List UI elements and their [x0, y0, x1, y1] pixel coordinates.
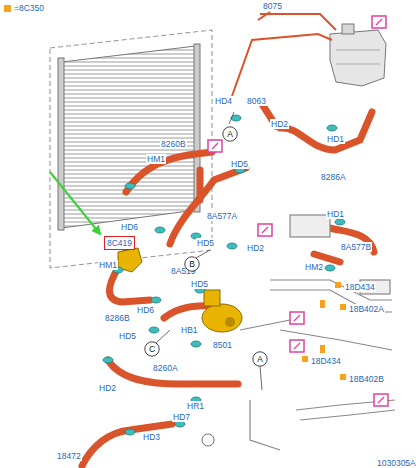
part-number: 8286A [320, 172, 347, 182]
clamp-callout: HD4 [214, 96, 233, 106]
clamp-callout: HD6 [120, 222, 139, 232]
part-number: 8A577B [340, 242, 372, 252]
part-number: 8501 [212, 340, 233, 350]
radiator [50, 30, 212, 268]
clamp-callout: HM1 [146, 154, 166, 164]
node-text: C [149, 344, 155, 354]
clamp-callout: HD2 [246, 243, 265, 253]
clamp-callout: HD1 [326, 134, 345, 144]
part-number: 18B402B [348, 374, 385, 384]
coolant-reservoir [330, 24, 386, 86]
part-number: 18B402A [348, 304, 385, 314]
connector-circle: A [222, 126, 238, 142]
clamp-callout: HD1 [326, 209, 345, 219]
legend-text: =8C350 [14, 3, 44, 13]
node-text: B [189, 259, 195, 269]
part-number: 8260A [152, 363, 179, 373]
clamp-callout: HD5 [196, 238, 215, 248]
part-number: 8286B [104, 313, 131, 323]
node-text: 8C419 [107, 238, 132, 248]
clamp-callout: HD5 [230, 159, 249, 169]
clamp-callout: HR1 [186, 401, 205, 411]
legend-item: =8C350 [4, 3, 44, 13]
part-number: 1030305A [376, 458, 416, 468]
clamp-callout: HM2 [304, 262, 324, 272]
water-pump [202, 290, 242, 332]
node-text: A [227, 129, 233, 139]
clamp-callout: HD7 [172, 412, 191, 422]
clamp-callout: HD5 [190, 279, 209, 289]
part-number: 18472 [56, 451, 82, 461]
part-number: 8063 [246, 96, 267, 106]
legend-swatch [4, 5, 11, 12]
part-number: 18D434 [344, 282, 376, 292]
clamp-callout: HD3 [142, 432, 161, 442]
part-number: 8A577A [206, 211, 238, 221]
part-box: 8C419 [104, 236, 135, 250]
connector-circle: B [184, 256, 200, 272]
clamp-callout: HB1 [180, 325, 199, 335]
part-number: 8075 [262, 1, 283, 11]
connector-circle: A [252, 351, 268, 367]
connector-circle: C [144, 341, 160, 357]
clamp-callout: HD5 [118, 331, 137, 341]
clamp-callout: HD6 [136, 305, 155, 315]
clamp-callout: HD2 [270, 119, 289, 129]
clamp-callout: HD2 [98, 383, 117, 393]
part-number: 18D434 [310, 356, 342, 366]
part-number: 8260B [160, 139, 187, 149]
node-text: A [257, 354, 263, 364]
clamp-callout: HM1 [98, 260, 118, 270]
